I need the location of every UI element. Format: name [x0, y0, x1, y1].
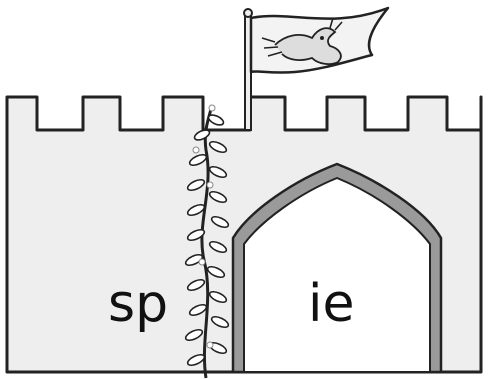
dragon-flag-icon: [249, 6, 390, 74]
flag-pole-top: [243, 8, 253, 18]
word-right: ie: [308, 274, 355, 334]
word-left: sp: [108, 274, 169, 334]
climbing-vine-icon: [184, 104, 230, 379]
arched-door-icon: [243, 177, 431, 373]
